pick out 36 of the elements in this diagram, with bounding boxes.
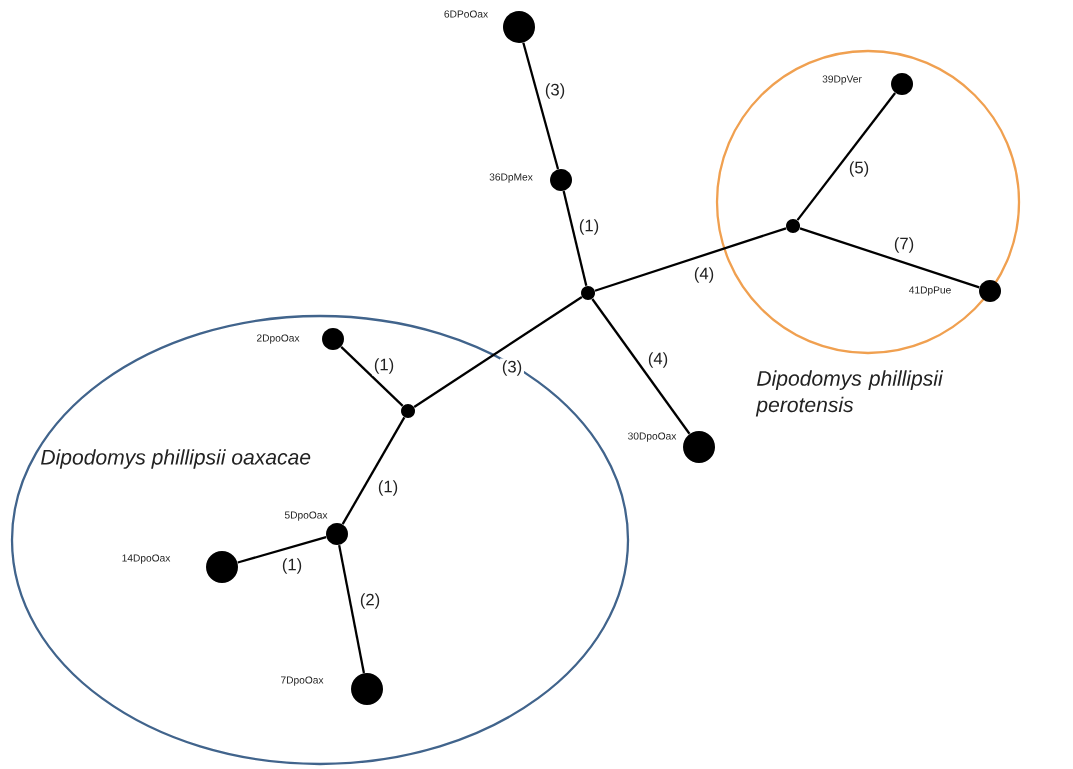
haplotype-label: 41DpPue bbox=[909, 286, 951, 296]
edge-label: (4) bbox=[692, 265, 716, 285]
haplotype-label: 2DpoOax bbox=[257, 334, 300, 344]
connector-line bbox=[338, 544, 365, 674]
group-label: Dipodomys phillipsii oaxacae bbox=[41, 449, 311, 469]
junction-dot bbox=[786, 219, 800, 233]
edge-label: (1) bbox=[376, 478, 400, 498]
connector-line bbox=[237, 536, 327, 564]
haplotype-label: 6DPoOax bbox=[444, 10, 488, 18]
connector-line bbox=[340, 346, 404, 407]
haplotype-label: 7DpoOax bbox=[281, 676, 324, 686]
edge-label: (5) bbox=[847, 159, 871, 179]
haplotype-label: 39DpVer bbox=[822, 75, 862, 85]
edge-label: (2) bbox=[358, 591, 382, 611]
edge-label: (7) bbox=[892, 235, 916, 255]
connector-line bbox=[799, 227, 980, 289]
edge-label: (1) bbox=[372, 356, 396, 376]
connector-line bbox=[341, 416, 406, 525]
connector-line bbox=[591, 298, 691, 435]
edge-label: (3) bbox=[543, 81, 567, 101]
junction-dot bbox=[401, 404, 415, 418]
haplotype-label: 5DpoOax bbox=[284, 511, 328, 521]
haplotype-label: 36DpMex bbox=[489, 173, 533, 183]
connector-line bbox=[796, 92, 896, 221]
connector-line bbox=[594, 227, 787, 292]
connector-line bbox=[522, 42, 560, 170]
junction-dot bbox=[581, 286, 595, 300]
group-label: Dipodomys phillipsii perotensis bbox=[755, 370, 944, 417]
edge-label: (1) bbox=[577, 217, 601, 237]
edge-label: (1) bbox=[280, 556, 304, 576]
edge-label: (4) bbox=[646, 350, 670, 370]
connector-line bbox=[562, 190, 588, 287]
haplotype-label: 14DpoOax bbox=[122, 554, 171, 564]
connector-line bbox=[413, 296, 583, 408]
haplotype-label: 30DpoOax bbox=[628, 432, 677, 442]
edge-label: (3) bbox=[500, 358, 524, 378]
